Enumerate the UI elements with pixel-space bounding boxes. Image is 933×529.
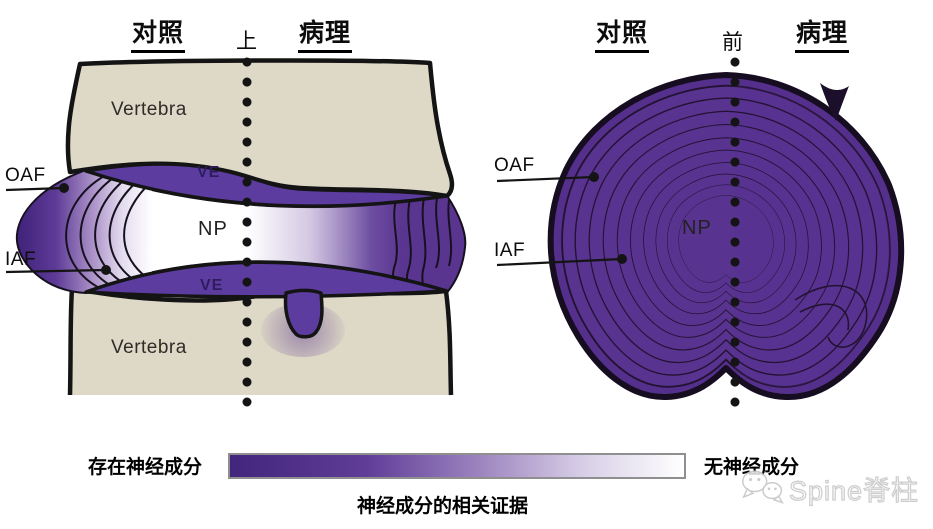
sagittal-leaders	[5, 183, 111, 275]
legend-present-label: 存在神经成分	[88, 457, 203, 478]
axial-fissure	[820, 83, 849, 121]
vertebra-top-label: Vertebra	[111, 99, 187, 120]
sagittal-axis-label: 上	[236, 30, 257, 53]
sagittal-iaf-label: IAF	[5, 249, 37, 270]
wechat-icon	[740, 466, 786, 511]
axial-oaf-label: OAF	[494, 155, 535, 176]
axial-pathology-header: 病理	[795, 13, 850, 53]
annulus-lamellae-left	[65, 173, 164, 292]
axial-control-header: 对照	[595, 13, 650, 53]
axial-panel	[496, 57, 933, 425]
sagittal-pathology-header: 病理	[298, 13, 353, 53]
ve-bottom-band	[84, 260, 449, 299]
axial-leaders	[496, 172, 627, 267]
annulus-lamellae-right	[391, 197, 453, 292]
axial-iaf-label: IAF	[494, 240, 526, 261]
axial-axis-label: 前	[722, 31, 743, 54]
axial-whorl	[794, 284, 868, 348]
neural-evidence-gradient-bar	[228, 453, 686, 479]
sagittal-np-label: NP	[198, 218, 228, 240]
ve-defect-blob	[283, 288, 324, 339]
axial-np-label: NP	[682, 217, 712, 239]
legend-absent-label: 无神经成分	[704, 457, 800, 478]
watermark-brand-text: Spine脊柱	[788, 475, 920, 506]
ve-bottom-label: VE	[200, 277, 224, 294]
sagittal-control-header: 对照	[131, 13, 186, 53]
ve-top-label: VE	[197, 164, 221, 181]
watermark: Spine脊柱	[740, 466, 919, 511]
sagittal-oaf-label: OAF	[5, 165, 46, 186]
vertebra-bottom-shape	[70, 288, 451, 395]
vertebra-bottom-label: Vertebra	[111, 337, 187, 358]
sagittal-panel	[5, 57, 467, 407]
legend-caption: 神经成分的相关证据	[357, 496, 529, 517]
